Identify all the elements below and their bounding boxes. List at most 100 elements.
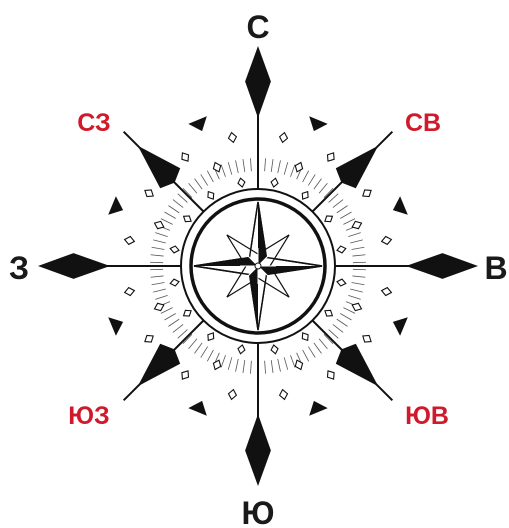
diamond-marker bbox=[213, 360, 220, 369]
tick-mark bbox=[303, 350, 309, 361]
tick-mark bbox=[161, 219, 173, 225]
tick-mark bbox=[284, 162, 288, 174]
diamond-marker bbox=[182, 371, 189, 379]
diamond-marker bbox=[352, 221, 361, 228]
triangle-marker bbox=[108, 317, 123, 336]
tick-mark bbox=[161, 308, 173, 314]
triangle-marker bbox=[309, 401, 328, 416]
center-dot bbox=[255, 263, 261, 269]
tick-mark bbox=[348, 233, 360, 237]
tick-mark bbox=[173, 324, 183, 332]
triangle-marker bbox=[393, 196, 408, 215]
tick-mark bbox=[278, 160, 281, 173]
tick-mark bbox=[340, 212, 351, 219]
tick-mark bbox=[350, 289, 363, 292]
tick-mark bbox=[343, 308, 355, 314]
tick-mark bbox=[151, 255, 164, 256]
arrow-nw bbox=[138, 146, 180, 188]
label-north: С bbox=[246, 9, 269, 45]
tick-mark bbox=[314, 343, 322, 354]
tick-mark bbox=[221, 165, 225, 177]
tick-mark bbox=[155, 233, 167, 237]
tick-mark bbox=[350, 240, 363, 243]
tick-mark bbox=[352, 247, 365, 249]
tick-mark bbox=[164, 212, 175, 219]
tick-mark bbox=[243, 360, 245, 373]
diamond-marker bbox=[295, 360, 302, 369]
diamond-marker bbox=[170, 246, 179, 253]
tick-mark bbox=[284, 357, 288, 369]
tick-mark bbox=[348, 295, 360, 299]
diamond-marker bbox=[238, 345, 245, 354]
diamond-marker bbox=[125, 237, 135, 245]
diamond-marker bbox=[182, 153, 189, 161]
diamond-marker bbox=[328, 153, 335, 161]
tick-mark bbox=[352, 276, 365, 277]
arrow-se bbox=[336, 344, 378, 386]
tick-mark bbox=[271, 159, 273, 172]
diamond-marker bbox=[238, 178, 245, 187]
diamond-marker bbox=[302, 192, 308, 200]
arrow-n bbox=[245, 46, 271, 118]
tick-mark bbox=[151, 276, 164, 277]
tick-mark bbox=[228, 357, 232, 369]
tick-mark bbox=[207, 350, 213, 361]
diamond-marker bbox=[125, 288, 135, 296]
label-southwest: ЮЗ bbox=[68, 402, 109, 430]
label-northwest: СЗ bbox=[77, 109, 110, 137]
diamond-marker bbox=[280, 390, 288, 400]
diamond-marker bbox=[352, 303, 361, 310]
tick-mark bbox=[236, 160, 239, 173]
diamond-marker bbox=[337, 246, 346, 253]
triangle-marker bbox=[108, 196, 123, 215]
tick-mark bbox=[207, 171, 213, 182]
diamond-marker bbox=[208, 192, 214, 200]
triangle-marker bbox=[393, 317, 408, 336]
label-northeast: СВ bbox=[405, 109, 441, 137]
diamond-marker bbox=[184, 310, 192, 316]
tick-mark bbox=[337, 319, 348, 326]
tick-mark bbox=[201, 174, 208, 185]
label-west: З bbox=[9, 250, 29, 286]
arrow-ne bbox=[336, 146, 378, 188]
diamond-marker bbox=[363, 190, 371, 197]
tick-mark bbox=[153, 240, 166, 243]
tick-mark bbox=[164, 314, 175, 321]
tick-mark bbox=[314, 179, 322, 190]
diamond-marker bbox=[208, 333, 214, 341]
diamond-marker bbox=[229, 390, 237, 400]
tick-mark bbox=[153, 289, 166, 292]
tick-mark bbox=[271, 360, 273, 373]
diamond-marker bbox=[229, 133, 237, 143]
diamond-marker bbox=[302, 333, 308, 341]
diamond-marker bbox=[271, 345, 278, 354]
arrow-w bbox=[38, 253, 110, 279]
label-southeast: ЮВ bbox=[405, 402, 449, 430]
diamond-marker bbox=[295, 163, 302, 172]
tick-mark bbox=[250, 361, 251, 374]
tick-mark bbox=[308, 347, 315, 358]
tick-mark bbox=[337, 206, 348, 213]
tick-mark bbox=[343, 219, 355, 225]
diamond-marker bbox=[363, 336, 371, 343]
diamond-marker bbox=[382, 237, 392, 245]
tick-mark bbox=[319, 183, 327, 193]
tick-mark bbox=[236, 359, 239, 372]
diamond-marker bbox=[271, 178, 278, 187]
center-medallion bbox=[181, 189, 335, 343]
tick-mark bbox=[290, 165, 294, 177]
arrow-sw bbox=[138, 344, 180, 386]
arrow-s bbox=[245, 414, 271, 486]
diamond-marker bbox=[145, 336, 153, 343]
triangle-marker bbox=[188, 116, 207, 131]
label-east: В bbox=[484, 250, 507, 286]
tick-mark bbox=[303, 171, 309, 182]
tick-mark bbox=[152, 247, 165, 249]
tick-mark bbox=[333, 324, 343, 332]
diamond-marker bbox=[280, 133, 288, 143]
diamond-marker bbox=[145, 190, 153, 197]
tick-mark bbox=[352, 282, 365, 284]
tick-mark bbox=[173, 200, 183, 208]
label-south: Ю bbox=[242, 495, 275, 528]
